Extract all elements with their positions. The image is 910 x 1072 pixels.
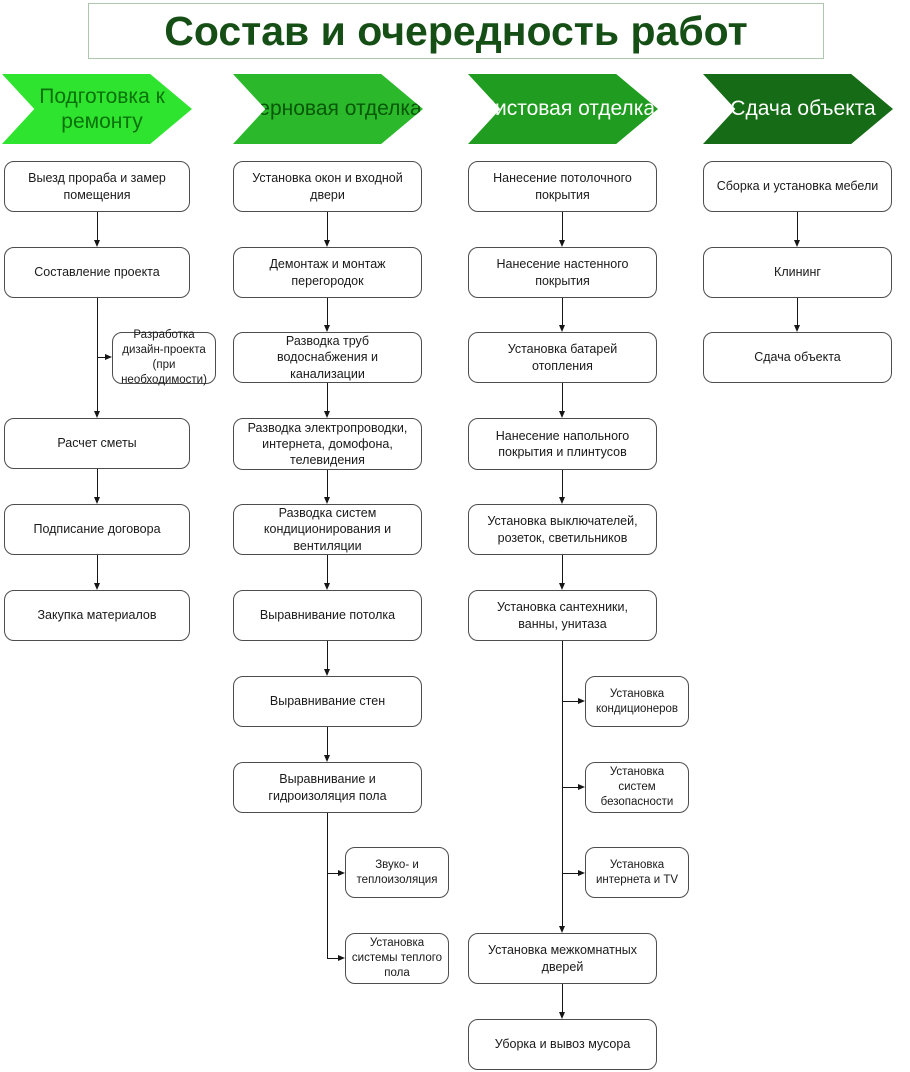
flow-box: Разводка систем кондиционирования и вент… [233,504,422,555]
flow-box-label: Установка батарей отопления [507,342,618,373]
page-title: Состав и очередность работ [164,7,748,54]
flow-box: Клининг [703,247,892,298]
connector-right-arrow [562,783,585,792]
connector-down-arrow [558,641,567,933]
connector-down-arrow [558,298,567,332]
flow-box-label: Расчет сметы [57,436,137,451]
flow-box-label: Установка систем безопасности [600,766,674,808]
flow-box-label: Установка интернета и TV [595,858,679,886]
connector-trunk-line [327,813,328,958]
flow-box-label: Установка межкомнатных дверей [488,943,637,974]
phase-header-sdacha: Сдача объекта [703,74,893,144]
flow-box: Выравнивание стен [233,676,422,727]
flow-box: Установка выключателей, розеток, светиль… [468,504,657,555]
flow-box: Разводка труб водоснабжения и канализаци… [233,332,422,383]
flow-box-label: Клининг [774,265,821,280]
flow-box-label: Установка сантехники, ванны, унитаза [497,600,628,631]
flow-box-label: Звуко- и теплоизоляция [356,858,438,886]
flow-box-label: Выравнивание потолка [259,608,396,623]
flow-box-side: Установка кондиционеров [585,676,689,727]
flow-box: Нанесение напольного покрытия и плинтусо… [468,418,657,470]
flow-box: Сборка и установка мебели [703,161,892,212]
connector-down-arrow [323,212,332,247]
flow-box: Подписание договора [4,504,190,555]
flow-box: Выравнивание и гидроизоляция пола [233,762,422,813]
flow-box-label: Установка выключателей, розеток, светиль… [487,514,638,545]
connector-down-arrow [558,383,567,418]
flow-box-label: Выравнивание и гидроизоляция пола [268,772,387,803]
flow-box-side: Установка системы теплого пола [345,933,449,984]
flow-box: Выравнивание потолка [233,590,422,641]
connector-down-arrow [323,298,332,332]
flow-box: Демонтаж и монтаж перегородок [233,247,422,298]
connector-down-arrow [323,383,332,418]
connector-down-arrow [558,555,567,590]
flow-box-label: Нанесение настенного покрытия [496,257,629,288]
title-box: Состав и очередность работ [88,3,824,59]
phase-header-label: Подготовка к ремонту [39,84,165,133]
connector-down-arrow [323,727,332,762]
flow-box-label: Разводка труб водоснабжения и канализаци… [277,334,378,381]
connector-right-arrow [562,697,585,706]
connector-down-arrow [558,984,567,1019]
flow-box: Установка окон и входной двери [233,161,422,212]
connector-down-arrow [793,212,802,247]
flow-box-label: Разводка систем кондиционирования и вент… [263,506,392,553]
phase-header-chernovaya: Черновая отделка [233,74,423,144]
flow-box-label: Сборка и установка мебели [716,179,879,194]
flow-box-label: Закупка материалов [37,608,157,623]
connector-down-arrow [323,641,332,676]
connector-down-arrow [93,469,102,504]
connector-down-arrow [93,555,102,590]
flow-box-label: Нанесение потолочного покрытия [493,171,632,202]
flow-box: Закупка материалов [4,590,190,641]
phase-header-label: Сдача объекта [730,97,876,121]
flow-box-label: Выезд прораба и замер помещения [28,171,166,202]
flow-box: Установка батарей отопления [468,332,657,383]
flow-box: Уборка и вывоз мусора [468,1019,657,1070]
flow-box-label: Выравнивание стен [269,694,386,709]
phase-header-label: Черновая отделка [244,97,422,121]
flow-box-label: Разводка электропроводки, интернета, дом… [247,420,408,468]
flow-box-side: Установка интернета и TV [585,847,689,898]
flow-box: Нанесение настенного покрытия [468,247,657,298]
flow-box: Установка сантехники, ванны, унитаза [468,590,657,641]
connector-down-arrow [323,470,332,504]
connector-down-arrow [558,470,567,504]
connector-right-arrow [327,869,345,878]
connector-down-arrow [793,298,802,332]
connector-down-arrow [93,298,102,418]
flow-box: Составление проекта [4,247,190,298]
phase-header-label: Чистовая отделка [480,97,656,121]
flow-box-label: Составление проекта [34,265,160,280]
connector-right-arrow [562,869,585,878]
flow-box: Установка межкомнатных дверей [468,933,657,984]
flow-box-label: Установка системы теплого пола [351,937,443,979]
connector-down-arrow [558,212,567,247]
flow-box: Расчет сметы [4,418,190,469]
phase-header-chistovaya: Чистовая отделка [468,74,658,144]
flow-box: Сдача объекта [703,332,892,383]
connector-right-arrow [327,954,345,963]
flow-box: Нанесение потолочного покрытия [468,161,657,212]
flow-box: Выезд прораба и замер помещения [4,161,190,212]
flow-box: Разводка электропроводки, интернета, дом… [233,418,422,470]
flow-box-side: Разработка дизайн-проекта (при необходим… [112,329,216,386]
flow-box-label: Установка кондиционеров [595,687,679,715]
connector-down-arrow [93,212,102,247]
flow-box-label: Нанесение напольного покрытия и плинтусо… [495,428,630,459]
flow-box-label: Разработка дизайн-проекта (при необходим… [121,329,207,386]
flow-box-label: Демонтаж и монтаж перегородок [269,257,386,288]
flow-box-side: Звуко- и теплоизоляция [345,847,449,898]
connector-down-arrow [323,555,332,590]
flow-box-label: Уборка и вывоз мусора [494,1037,631,1052]
flow-box-label: Сдача объекта [754,350,841,365]
phase-header-podgotovka: Подготовка к ремонту [2,74,192,144]
flow-box-side: Установка систем безопасности [585,762,689,813]
connector-right-arrow [97,353,112,362]
flow-box-label: Подписание договора [33,522,161,537]
flow-box-label: Установка окон и входной двери [252,171,403,202]
